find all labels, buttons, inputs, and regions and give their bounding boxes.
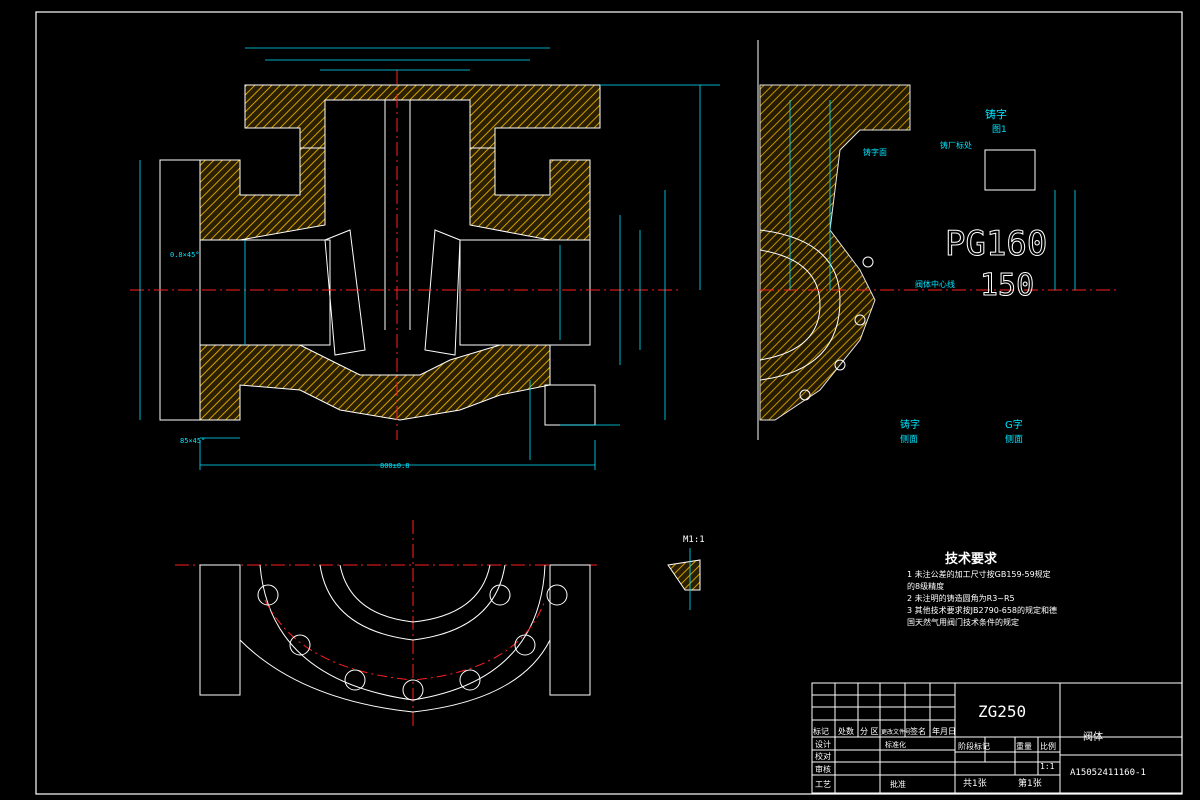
tech-item-4: 3 其他技术要求按JB2790-658的规定和德: [907, 605, 1057, 615]
casting-word-flat: 铸字面: [863, 147, 887, 157]
sheet-total: 共1张: [963, 778, 987, 789]
tech-item-1: 1 未注公差的加工尺寸按GB159-59规定: [907, 569, 1051, 579]
tb-header-count: 处数: [838, 726, 854, 736]
tb-header-zone: 分 区: [860, 727, 879, 736]
detail-label: M1:1: [683, 535, 705, 545]
tb-header-mark: 标记: [813, 726, 829, 736]
overall-width-dim: 800±0.8: [380, 462, 410, 470]
bottom-view: [175, 520, 600, 730]
side-view: [757, 40, 1120, 440]
tb-stage: 阶段标记: [958, 741, 990, 751]
scale-value: 1:1: [1040, 762, 1055, 771]
section-view-1-title: 铸字: [900, 418, 920, 431]
right-bore: [459, 239, 591, 346]
sheet-index: 第1张: [1018, 777, 1042, 789]
tb-row-check: 校对: [815, 751, 831, 761]
tb-row-standard: 标准化: [885, 740, 906, 749]
dim-label-bottom-left: 85×45°: [180, 437, 205, 445]
tech-item-3: 2 未注明的铸造圆角为R3~R5: [907, 593, 1015, 603]
left-flange-hatch: [199, 147, 326, 241]
left-seat: [324, 229, 366, 356]
tb-scale: 比例: [1040, 741, 1056, 751]
material-label: ZG250: [978, 702, 1026, 721]
casting-title: 铸字: [985, 107, 1007, 121]
top-flange-hatch: [244, 84, 601, 149]
casting-mark: 铸厂标处: [940, 140, 972, 150]
tech-item-2: 的8级精度: [907, 581, 944, 591]
body-center-line-label: 阀体中心线: [915, 279, 955, 289]
tb-header-sign: 签名: [910, 726, 926, 736]
right-seat: [424, 229, 461, 356]
tech-title: 技术要求: [945, 551, 998, 567]
title-block: [811, 682, 1183, 794]
drawing-number: A15052411160-1: [1070, 768, 1146, 778]
section-view-2-sub: 侧面: [1005, 433, 1023, 445]
dim-label-chamfer: 0.8×45°: [170, 251, 200, 259]
tb-weight: 重量: [1016, 741, 1032, 751]
left-bore: [199, 239, 331, 346]
tb-row-approve: 批准: [890, 779, 906, 789]
tb-row-process: 工艺: [815, 780, 831, 789]
casting-sub: 图1: [992, 124, 1007, 135]
front-section-view: 85×45° 0.8×45° 800±0.8: [130, 47, 720, 470]
casting-box: [984, 149, 1036, 191]
tb-header-change: 更改文件号: [881, 728, 911, 736]
left-lower-hatch: [199, 344, 551, 421]
big-letters-pg160: PG160: [945, 224, 1047, 264]
detail-m1-1: M1:1: [667, 535, 705, 610]
section-view-2-title: G字: [1005, 418, 1023, 431]
tech-item-5: 国天然气用阀门技术条件的规定: [907, 617, 1019, 627]
drawing-frame: [35, 11, 1183, 795]
title-block-text: ZG250 阀体 A15052411160-1 1:1 共1张 第1张 标记 处…: [813, 702, 1146, 789]
tb-row-review: 审核: [815, 764, 831, 774]
bottom-foot: [544, 384, 596, 426]
side-flange-hatch: [759, 84, 911, 421]
technical-requirements: 技术要求 1 未注公差的加工尺寸按GB159-59规定 的8级精度 2 未注明的…: [907, 551, 1057, 627]
tb-header-date: 年月日: [932, 726, 956, 736]
right-flange-hatch: [469, 147, 591, 241]
section-view-1-sub: 侧面: [900, 433, 918, 445]
tb-row-design: 设计: [815, 739, 831, 749]
part-name: 阀体: [1083, 730, 1103, 743]
big-letters-150: 150: [980, 268, 1034, 303]
casting-letters-detail: 铸字 图1 铸厂标处 铸字面 PG160 150 阀体中心线 铸字 侧面 G字 …: [863, 107, 1048, 445]
